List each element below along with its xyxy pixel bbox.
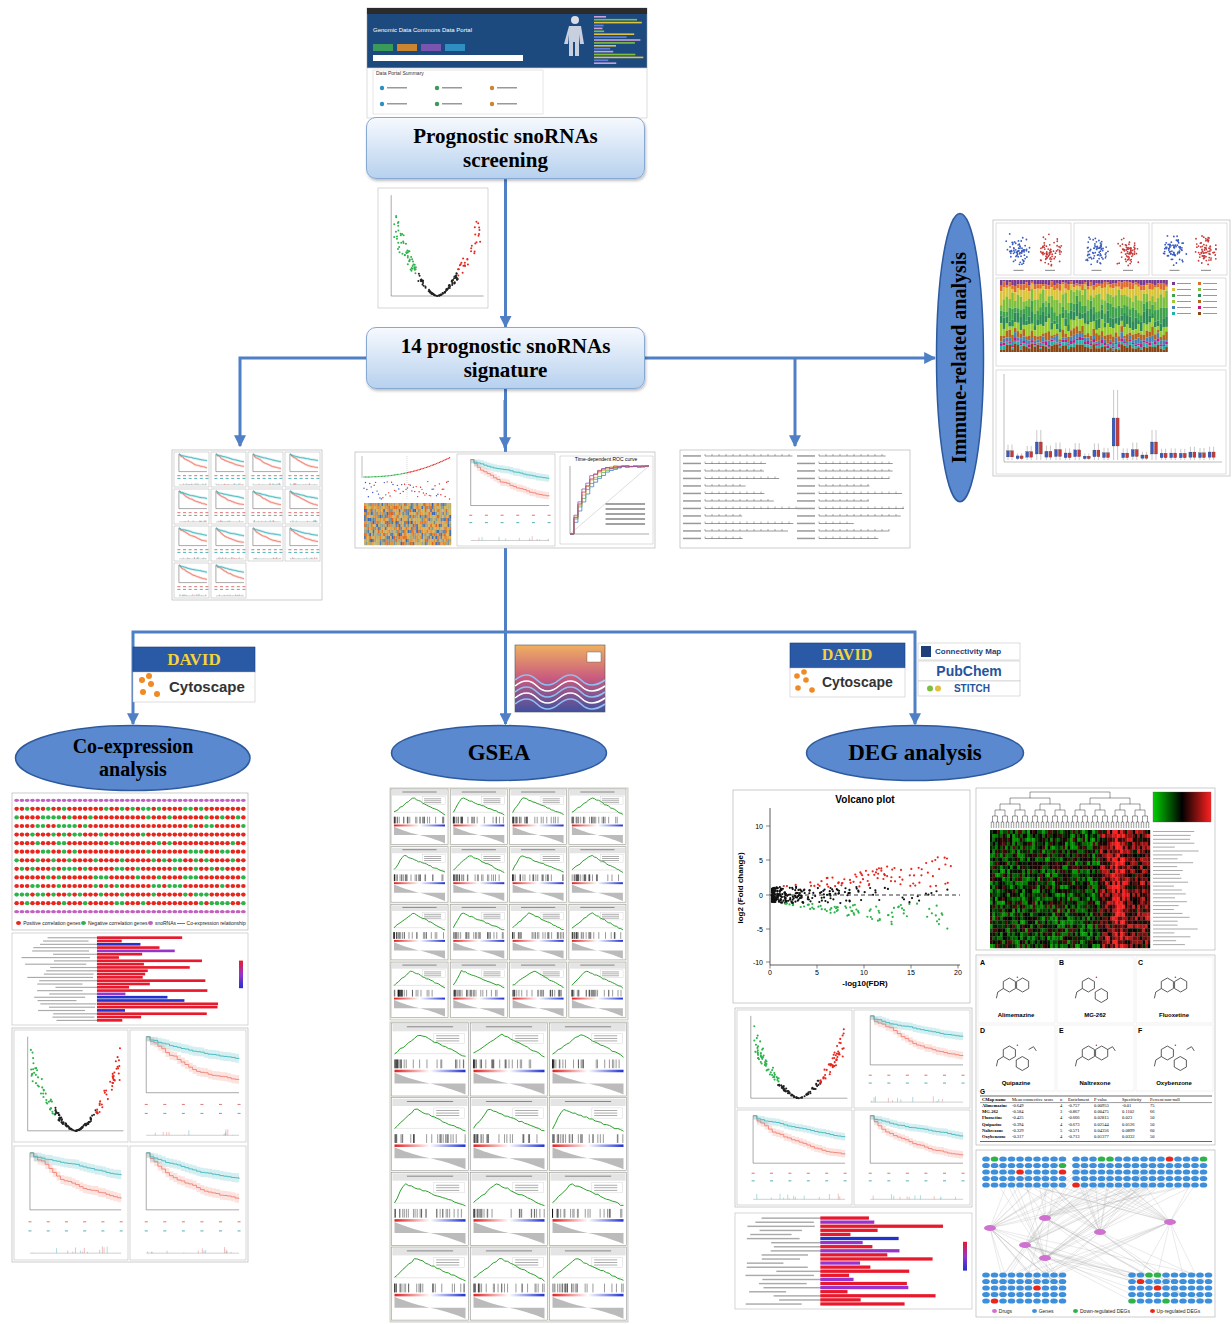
canvas: Prognostic snoRNAs screening14 prognosti… [0, 0, 1232, 1324]
